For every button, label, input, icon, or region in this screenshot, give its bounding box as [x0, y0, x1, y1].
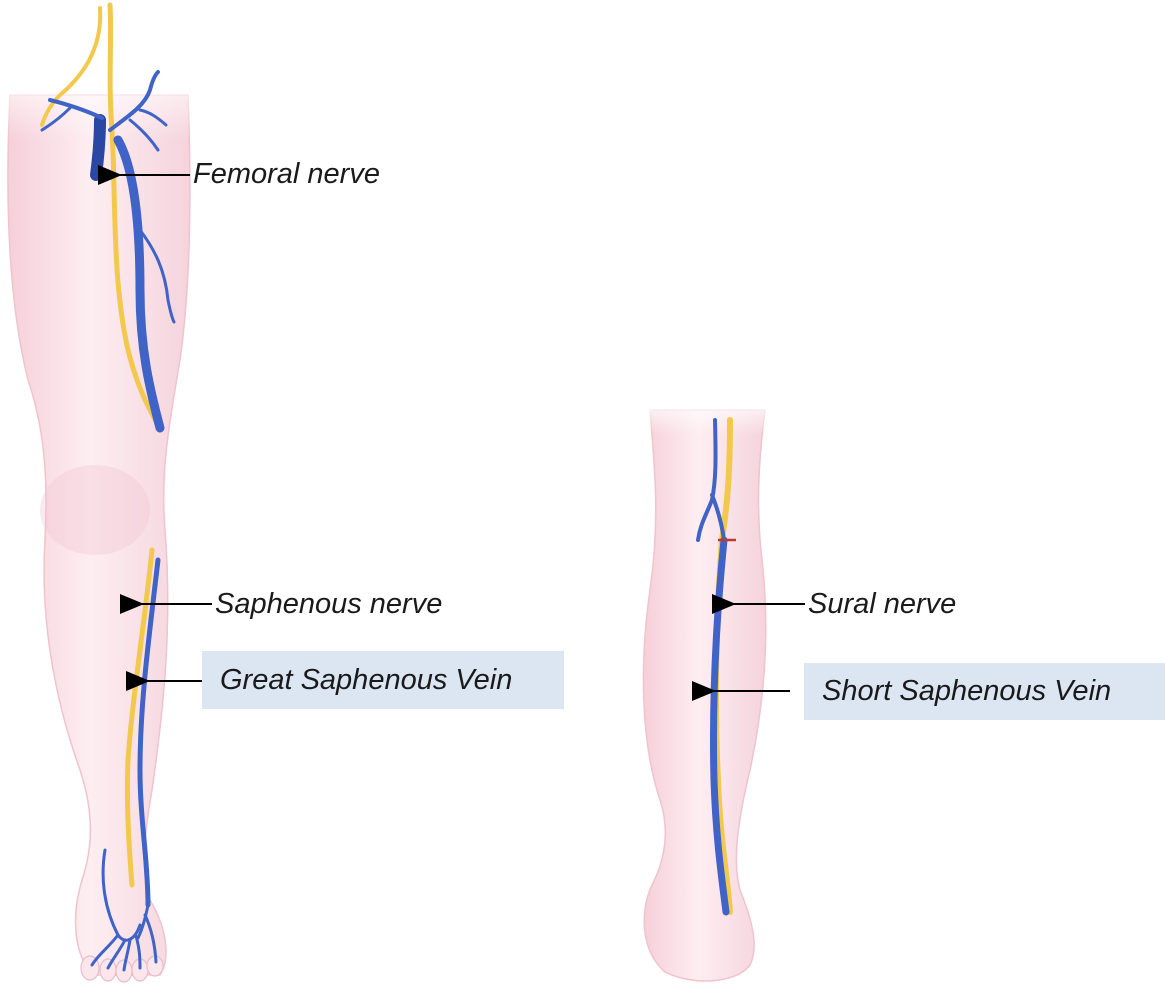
left-leg: [0, 5, 200, 982]
left-foot-toes: [81, 956, 163, 982]
femoral-nerve-label: Femoral nerve: [193, 160, 380, 189]
femoral-vein-stem: [96, 120, 100, 175]
sural-nerve-label: Sural nerve: [808, 590, 956, 619]
great-saphenous-vein-label: Great Saphenous Vein: [202, 666, 512, 695]
right-leg: [630, 395, 790, 981]
saphenous-nerve-label: Saphenous nerve: [215, 590, 442, 619]
short-saphenous-vein-label-box: Short Saphenous Vein: [804, 663, 1165, 720]
right-leg-top-fade: [630, 395, 790, 435]
short-saphenous-vein-label: Short Saphenous Vein: [804, 677, 1111, 706]
right-leg-silhouette: [643, 410, 765, 981]
great-saphenous-vein-label-box: Great Saphenous Vein: [202, 651, 564, 709]
knee-shading: [40, 465, 150, 555]
